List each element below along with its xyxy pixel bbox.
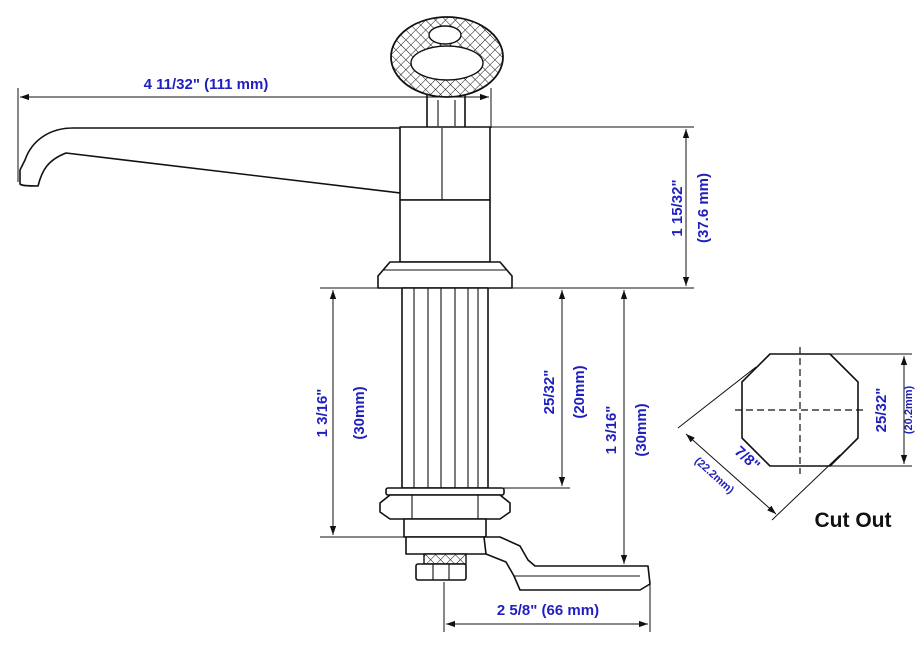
- dim-thread-length-in: 25/32": [541, 370, 558, 415]
- key-ring-hole: [428, 25, 462, 45]
- lower-sleeve: [403, 518, 487, 538]
- screw-nut: [415, 563, 467, 581]
- lock-shank: [401, 287, 489, 489]
- dim-line-cutout-diameter: [685, 433, 777, 515]
- dim-body-height-mm: (37.6 mm): [695, 173, 712, 243]
- extension-lines: [17, 88, 694, 632]
- retaining-screw: [415, 553, 467, 581]
- key-head-window: [410, 45, 484, 81]
- key-illustration: [390, 16, 504, 129]
- hex-nut: [379, 494, 511, 520]
- dim-shank-left-mm: (30mm): [351, 386, 368, 439]
- handle-arm: [19, 127, 443, 199]
- cam-spacer: [405, 536, 487, 555]
- body-neck: [399, 199, 491, 263]
- cutout-caption: Cut Out: [815, 509, 892, 532]
- dim-shank-right-mm: (30mm): [633, 403, 650, 456]
- washer: [385, 487, 505, 496]
- body-flange: [377, 261, 513, 289]
- cutout-flat-width-in: 25/32": [873, 388, 890, 433]
- dim-cam-length: 2 5/8" (66 mm): [497, 602, 599, 619]
- dimension-lines: [20, 93, 690, 628]
- cutout-detail: [677, 347, 912, 521]
- cutout-flat-width-mm: (20.2mm): [903, 386, 915, 435]
- dim-body-height-in: 1 15/32": [669, 179, 686, 236]
- handle-hub: [399, 126, 491, 201]
- dim-thread-length-mm: (20mm): [571, 365, 588, 418]
- dim-overall-length: 4 11/32" (111 mm): [144, 76, 269, 93]
- shank-cylinder: [401, 287, 489, 489]
- lock-body: [377, 199, 513, 289]
- mounting-nut: [379, 487, 511, 555]
- cutout-diameter-mm: (22.2mm): [692, 455, 736, 496]
- handle-lever: [19, 126, 491, 201]
- dim-shank-left-in: 1 3/16": [314, 389, 331, 438]
- cam-plate: [483, 536, 651, 591]
- screw-threads: [423, 553, 467, 565]
- cam-arm: [483, 536, 651, 591]
- dim-shank-right-in: 1 3/16": [603, 406, 620, 455]
